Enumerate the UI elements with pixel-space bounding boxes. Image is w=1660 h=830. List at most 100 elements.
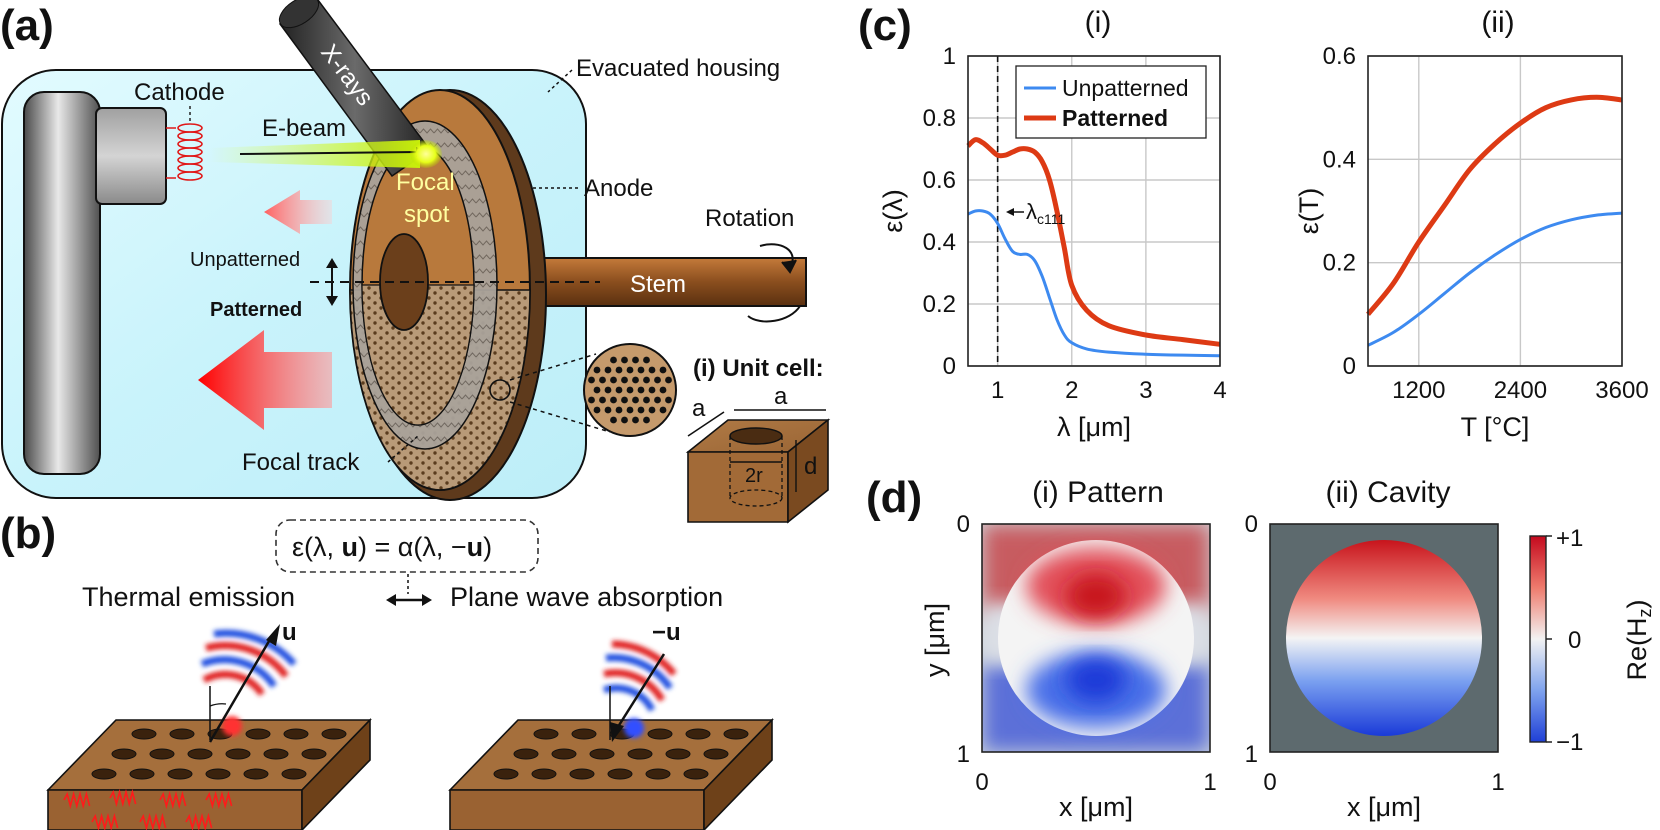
zoom-hole (615, 406, 623, 414)
slab-hole (281, 768, 307, 780)
y-tick-label: 0.6 (1323, 43, 1356, 70)
y-tick-label: 1 (943, 43, 956, 70)
map-ii-xtick-1: 1 (1491, 769, 1504, 796)
x-tick-label: 3600 (1595, 377, 1648, 404)
zoom-hole (610, 416, 617, 424)
reciprocity-equation-box (275, 519, 539, 573)
zoom-hole (599, 396, 606, 404)
slab-hole (647, 728, 673, 740)
lambda-annotation: λc111 (1026, 199, 1065, 227)
zoom-hole (621, 416, 628, 424)
absorbing-slab (448, 718, 774, 830)
reciprocity-equation: ε(λ, u) = α(λ, −u) (292, 532, 492, 562)
slab-hole (533, 728, 559, 740)
zoom-hole (604, 366, 612, 374)
emission-arrow-unpatterned (264, 190, 332, 234)
zoom-hole (637, 386, 645, 394)
slab-hole (243, 768, 269, 780)
slab-hole (665, 748, 691, 760)
map-i-xtick-0: 0 (975, 769, 988, 796)
legend-label-unpatterned: Unpatterned (1062, 75, 1189, 101)
zoom-hole (626, 406, 634, 414)
zoom-hole (599, 376, 606, 384)
thermal-wiggle (139, 812, 167, 830)
zoom-hole (665, 376, 672, 384)
evacuated-housing-label: Evacuated housing (576, 55, 780, 82)
series-line-unpatterned (967, 209, 1221, 358)
x-axis-label: T [°C] (1461, 412, 1530, 442)
focal-spot-label-1: Focal (396, 169, 455, 196)
slab-hole (245, 728, 271, 740)
dim-d: d (804, 453, 817, 480)
zoom-hole (648, 386, 656, 394)
vector-u-label: u (282, 619, 297, 646)
x-tick-label: 4 (1213, 377, 1226, 404)
slab-hole (131, 728, 157, 740)
unit-cell-label: (i) Unit cell: (693, 355, 824, 382)
zoom-hole (621, 356, 628, 364)
emission-arrow-patterned (198, 330, 332, 430)
colorbar-tick-plus1: +1 (1556, 525, 1583, 552)
filament-coil (166, 123, 203, 181)
slab-hole (531, 768, 557, 780)
series-line-patterned (1366, 94, 1623, 316)
slab-hole (149, 748, 175, 760)
slab-hole (283, 728, 309, 740)
chart-i-subtitle: (i) (1085, 6, 1112, 39)
zoom-hole (621, 396, 628, 404)
x-tick-label: 3 (1139, 377, 1152, 404)
rotation-arrow (747, 243, 801, 323)
map-ii-subtitle: (ii) Cavity (1326, 476, 1451, 509)
slab-hole (129, 768, 155, 780)
pattern-zoom-circle (583, 343, 677, 437)
dim-a-left-arrow (687, 411, 725, 437)
field-map-pattern (981, 523, 1211, 753)
field-map-cavity (1269, 523, 1499, 753)
zoom-hole (632, 396, 639, 404)
map-ii-xlabel: x [μm] (1347, 792, 1421, 822)
zoom-hole (643, 416, 650, 424)
series-line-patterned (966, 137, 1221, 347)
y-axis-label: ε(λ) (878, 189, 908, 233)
slab-hole (513, 748, 539, 760)
chart-ii-subtitle: (ii) (1481, 6, 1514, 39)
slab-hole (569, 768, 595, 780)
plot-frame (1367, 55, 1623, 367)
slab-hole (627, 748, 653, 760)
map-ii-ytick-0: 1 (1245, 741, 1258, 768)
thermal-wiggle (91, 812, 119, 830)
slab-hole (111, 748, 137, 760)
map-i-xtick-1: 1 (1203, 769, 1216, 796)
zoom-hole (637, 366, 645, 374)
zoom-hole (665, 396, 672, 404)
zoom-hole (593, 366, 601, 374)
vector-u-arrow (208, 635, 274, 743)
slab-hole (263, 748, 289, 760)
vector-neg-u-arrow (614, 653, 666, 731)
slab-hole (169, 728, 195, 740)
dim-a-left: a (692, 395, 706, 422)
legend-label-patterned: Patterned (1062, 105, 1168, 131)
slab-hole (493, 768, 519, 780)
stem-label: Stem (630, 271, 686, 298)
emitted-wavefronts (200, 629, 297, 736)
patterned-label: Patterned (210, 299, 302, 321)
emitting-slab (46, 718, 372, 830)
plot-frame (967, 55, 1221, 367)
slab-hole (589, 748, 615, 760)
thermal-wiggle (159, 790, 187, 810)
thermal-emission-label: Thermal emission (82, 582, 295, 612)
slab-hole (571, 728, 597, 740)
dim-2r: 2r (745, 465, 763, 487)
slab-hole (321, 728, 347, 740)
x-axis-label: λ [μm] (1057, 412, 1131, 442)
map-ii-ytick-1: 0 (1245, 511, 1258, 538)
anode-label: Anode (584, 175, 653, 202)
slab-hole (723, 728, 749, 740)
map-i-ytick-1: 0 (957, 511, 970, 538)
y-tick-label: 0.2 (923, 291, 956, 318)
zoom-hole (626, 366, 634, 374)
map-i-subtitle: (i) Pattern (1032, 476, 1164, 509)
